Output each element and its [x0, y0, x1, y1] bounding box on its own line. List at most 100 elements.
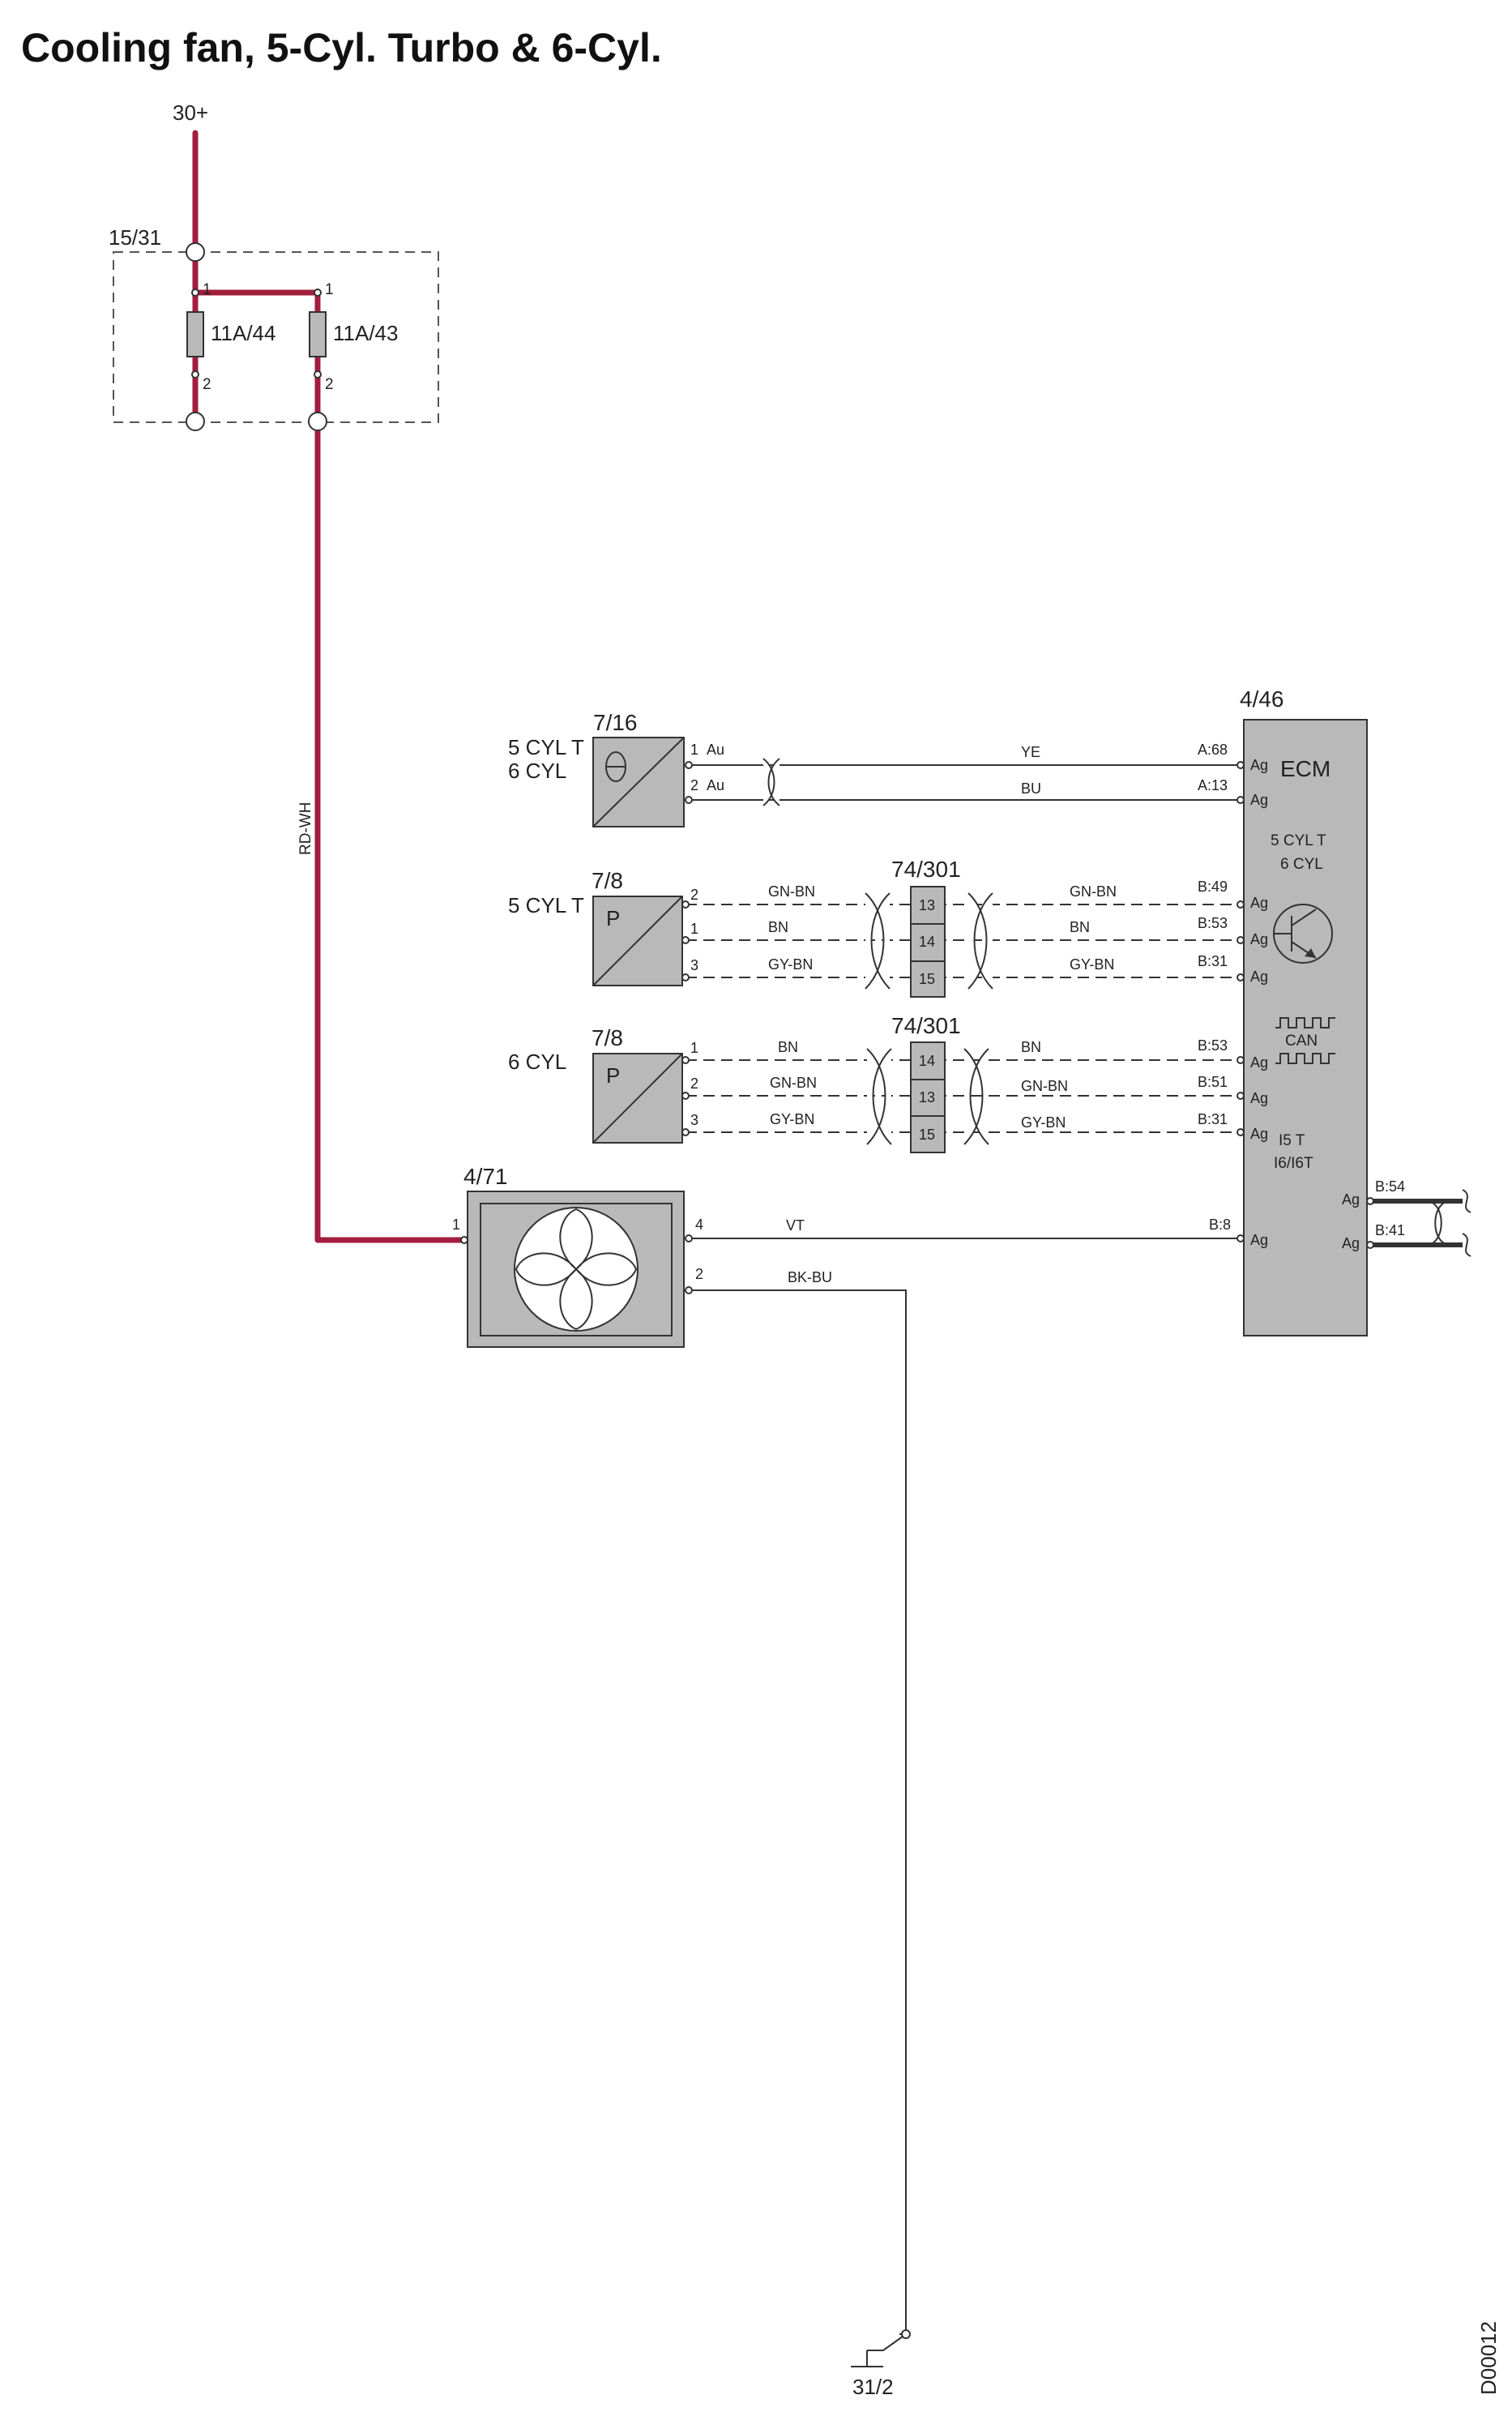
- transistor-icon: [1273, 904, 1333, 964]
- connector-a-id: 74/301: [891, 857, 961, 882]
- wire-label: BN: [768, 919, 788, 935]
- twist-symbol: [762, 758, 780, 806]
- sensor78b-pin: 1: [690, 1040, 698, 1056]
- terminal-dots: [460, 761, 1374, 1294]
- wire-label: GY-BN: [770, 1111, 814, 1127]
- sensor78b-pin: 3: [690, 1112, 698, 1128]
- sensor716-pin2: 2: [690, 777, 698, 793]
- ecm-ag: Ag: [1250, 1232, 1268, 1248]
- twist-symbol: [866, 1048, 892, 1145]
- twist-symbol: [963, 1048, 989, 1145]
- ecm-ag: Ag: [1250, 1126, 1268, 1142]
- fan-pin-bottom: 2: [695, 1266, 703, 1282]
- ecm-ag: Ag: [1250, 931, 1268, 947]
- wire-bk-bu-label: BK-BU: [788, 1269, 832, 1285]
- ecm-module: 4/46 ECM 5 CYL T 6 CYL CAN I5 T I6/I6T: [1240, 686, 1368, 1336]
- connector-b-id: 74/301: [891, 1013, 961, 1038]
- sensor78a-letter: P: [606, 906, 620, 930]
- ecm-ag: Ag: [1250, 1090, 1268, 1106]
- ecm-pin-b53: B:53: [1198, 915, 1228, 931]
- wire-bk-bu: [689, 1289, 907, 2335]
- fuse1-output-terminal: [186, 412, 205, 431]
- ecm-pin-b51: B:51: [1198, 1074, 1228, 1090]
- wire-ye-label: YE: [1021, 744, 1040, 760]
- connector-a-pin: 13: [919, 897, 935, 913]
- fuse1-pin2: 2: [203, 376, 211, 393]
- twist-symbol: [967, 892, 993, 990]
- fuse2-label: 11A/43: [333, 321, 398, 345]
- sensor716-pin1: 1: [690, 742, 698, 758]
- fuse2-pin-dot: [314, 289, 322, 297]
- ecm-ag: Ag: [1342, 1235, 1360, 1251]
- connector-a-pin: 14: [919, 934, 935, 950]
- ecm-pin-b8: B:8: [1209, 1217, 1231, 1233]
- ecm-variant2: 6 CYL: [1280, 856, 1323, 873]
- connector-a-pin: 15: [919, 971, 935, 987]
- supply-30-label: 30+: [173, 100, 208, 125]
- sensor78b-id: 7/8: [592, 1025, 623, 1050]
- ecm-pin-b49: B:49: [1198, 879, 1228, 895]
- ecm-ag: Ag: [1250, 895, 1268, 911]
- ecm-pin-b31: B:31: [1198, 953, 1228, 969]
- fuse-box: 15/31: [109, 225, 439, 423]
- ecm-ag: Ag: [1250, 757, 1268, 773]
- fuse1-pin-dot: [191, 289, 199, 297]
- sensor-7-8-5cyl: 7/8 5 CYL T P 2 1 3: [508, 868, 698, 986]
- fuse-11a43: [309, 311, 327, 357]
- twist-symbol: [865, 892, 891, 990]
- fuse2-pin1: 1: [325, 281, 334, 298]
- ecm-ag: Ag: [1250, 1054, 1268, 1071]
- sensor716-variant1: 5 CYL T: [508, 735, 584, 759]
- supply-wire-color-label: RD-WH: [297, 802, 314, 855]
- diagram-id: D00012: [1476, 2321, 1501, 2395]
- wire-label: GN-BN: [768, 883, 815, 900]
- wire-label: GN-BN: [1070, 883, 1117, 900]
- can-label: CAN: [1285, 1033, 1318, 1050]
- fuse-box-input-terminal: [186, 242, 205, 262]
- ecm-pin-a13: A:13: [1198, 777, 1228, 793]
- fuse-box-label: 15/31: [109, 225, 161, 250]
- wire-label: GN-BN: [1021, 1078, 1068, 1094]
- sensor-7-8-6cyl: 7/8 6 CYL P 1 2 3: [508, 1025, 698, 1144]
- wire-label: BN: [1070, 919, 1090, 935]
- ecm-pin-a68: A:68: [1198, 742, 1228, 758]
- wire-vt-label: VT: [786, 1217, 805, 1234]
- sensor-7-16: 7/16 5 CYL T 6 CYL 1 Au 2 Au: [508, 710, 724, 827]
- fuse2-pin2-dot: [314, 370, 322, 378]
- fuse-11a44: [186, 311, 204, 357]
- wire-label: BN: [1021, 1039, 1041, 1055]
- fan-pin-left: 1: [452, 1217, 460, 1233]
- ecm-pins: Ag Ag Ag Ag Ag Ag Ag Ag Ag Ag Ag A:68 A:…: [1198, 742, 1405, 1251]
- wire-label: GY-BN: [1070, 956, 1114, 973]
- ecm-id: 4/46: [1240, 686, 1284, 712]
- fuse1-pin1: 1: [203, 281, 211, 298]
- wire-bu-label: BU: [1021, 780, 1041, 797]
- wire-label: GN-BN: [770, 1075, 817, 1091]
- wire-label: GY-BN: [768, 956, 813, 973]
- can-bus-wires: [1367, 1189, 1471, 1257]
- connector-74-301-b: 74/301 14 13 15: [891, 1013, 961, 1153]
- ecm-variant1: 5 CYL T: [1271, 832, 1326, 849]
- fuse2-pin2: 2: [325, 376, 334, 393]
- wire-label: BN: [778, 1039, 798, 1055]
- sensor78a-pin: 1: [690, 921, 698, 937]
- sensor716-id: 7/16: [593, 710, 638, 735]
- connector-b-pin: 13: [919, 1089, 935, 1105]
- sensor78b-letter: P: [606, 1063, 620, 1088]
- fuse1-pin2-dot: [191, 370, 199, 378]
- ecm-pin-b31-6cyl: B:31: [1198, 1111, 1228, 1127]
- fuse2-output-terminal: [308, 412, 327, 431]
- ground-label: 31/2: [852, 2375, 894, 2399]
- connector-74-301-a: 74/301 13 14 15: [891, 857, 961, 998]
- fan-pin-top: 4: [695, 1217, 703, 1233]
- fuse-bridge-wire: [192, 249, 321, 327]
- sensor716-pin2-type: Au: [707, 777, 724, 793]
- diagram-title: Cooling fan, 5-Cyl. Turbo & 6-Cyl.: [21, 25, 662, 71]
- sensor716-pin1-type: Au: [707, 742, 724, 758]
- fuse1-label: 11A/44: [211, 321, 275, 345]
- sensor78b-pin: 2: [690, 1076, 698, 1092]
- sensor78a-id: 7/8: [592, 868, 623, 893]
- ground-symbol: 31/2: [851, 2329, 911, 2399]
- rd-wh-wire: [314, 321, 469, 1243]
